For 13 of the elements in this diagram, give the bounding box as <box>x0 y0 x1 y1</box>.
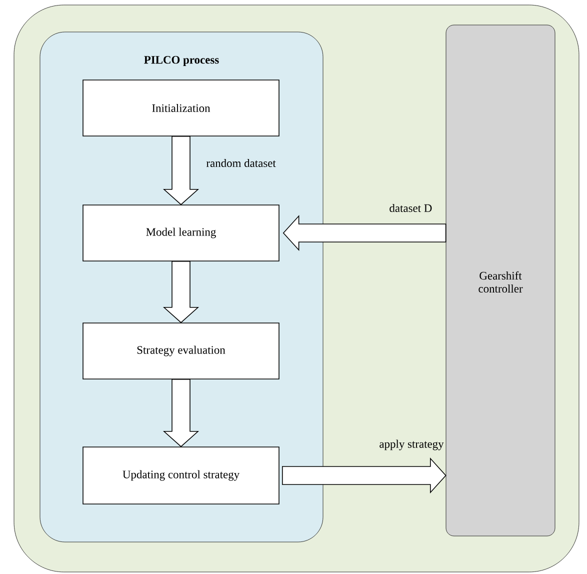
process-box: Strategy evaluation <box>82 322 280 380</box>
block-arrow <box>162 379 200 448</box>
process-box: Updating control strategy <box>82 446 280 504</box>
block-arrow <box>282 457 446 494</box>
block-arrow <box>162 136 200 206</box>
block-arrow <box>162 261 200 324</box>
edge-label: dataset D <box>390 204 432 212</box>
edge-label: random dataset <box>206 158 276 168</box>
controller-box: Gearshift controller <box>446 24 556 536</box>
edge-label: apply strategy <box>380 440 444 450</box>
process-box: Model learning <box>82 204 280 262</box>
block-arrow <box>282 214 446 252</box>
process-box: Initialization <box>82 80 280 136</box>
